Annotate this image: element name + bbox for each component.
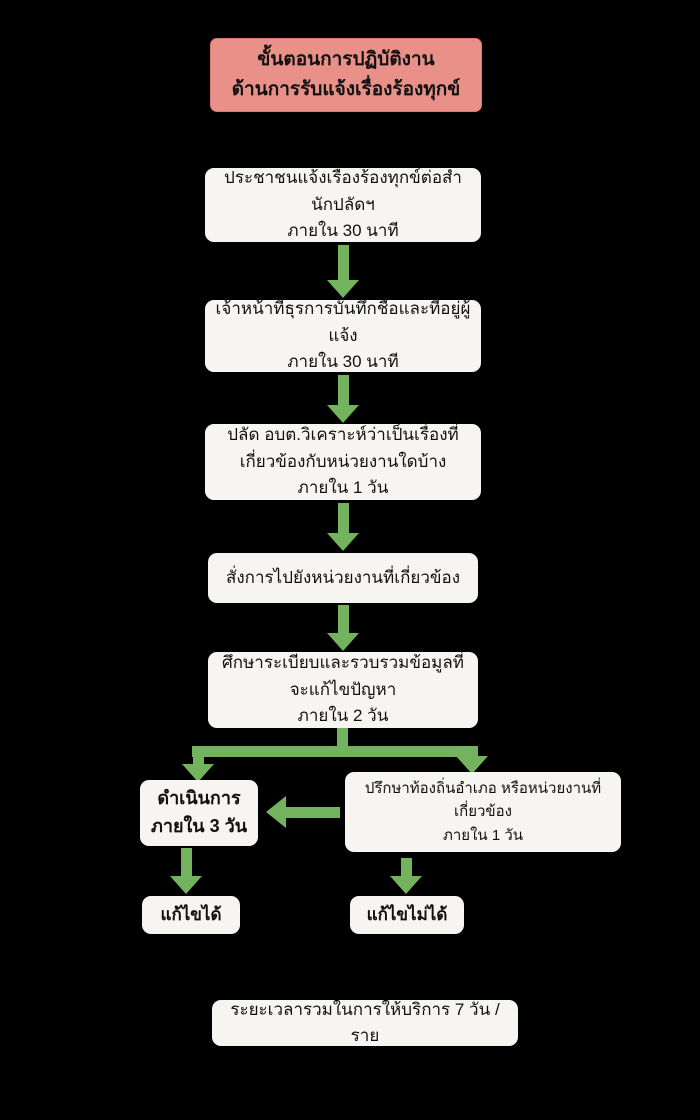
step-4-line-1: สั่งการไปยังหน่วยงานที่เกี่ยวข้อง	[226, 567, 460, 587]
arrow-shaft	[180, 848, 192, 876]
step-4-box: สั่งการไปยังหน่วยงานที่เกี่ยวข้อง	[208, 553, 478, 603]
arrow-consult-to-action	[266, 796, 340, 828]
unresolved-box: แก้ไขไม่ได้	[350, 896, 464, 934]
step-1-line-1: ประชาชนแจ้งเรื่องร้องทุกข์ต่อสำนักปลัดฯ	[224, 168, 462, 214]
arrow-head	[456, 756, 488, 774]
step-5-box: ศึกษาระเบียบและรวบรวมข้อมูลที่จะแก้ไขปัญ…	[208, 652, 478, 728]
arrow-to-unresolved	[390, 858, 422, 894]
arrow-step3-to-step4	[327, 503, 359, 551]
arrow-head	[327, 405, 359, 423]
step-2-line-1: เจ้าหน้าที่ธุรการบันทึกชื่อและที่อยู่ผู้…	[215, 299, 471, 345]
footer-text: ระยะเวลารวมในการให้บริการ 7 วัน / ราย	[230, 999, 500, 1045]
footer-box: ระยะเวลารวมในการให้บริการ 7 วัน / ราย	[212, 1000, 518, 1046]
action-line-2: ภายใน 3 วัน	[150, 816, 248, 836]
resolved-box: แก้ไขได้	[142, 896, 240, 934]
step-3-line-2: เกี่ยวข้องกับหน่วยงานใดบ้าง ภายใน 1 วัน	[239, 451, 447, 498]
arrow-head	[182, 764, 214, 782]
arrow-step1-to-step2	[327, 245, 359, 298]
branch-connector-bar	[192, 746, 478, 757]
branch-connector-stub	[337, 728, 348, 752]
arrow-shaft	[337, 605, 349, 633]
arrow-step2-to-step3	[327, 375, 359, 423]
title-box: ขั้นตอนการปฏิบัติงาน ด้านการรับแจ้งเรื่อ…	[210, 38, 482, 112]
arrow-shaft	[337, 503, 349, 533]
arrow-head	[327, 280, 359, 298]
arrow-head	[266, 796, 286, 828]
arrow-shaft	[337, 245, 349, 280]
consult-line-2: ภายใน 1 วัน	[442, 826, 524, 844]
consult-line-1: ปรึกษาท้องถิ่นอำเภอ หรือหน่วยงานที่เกี่ย…	[364, 780, 602, 821]
step-2-line-2: ภายใน 30 นาที	[287, 352, 399, 372]
consult-box: ปรึกษาท้องถิ่นอำเภอ หรือหน่วยงานที่เกี่ย…	[345, 772, 621, 852]
arrow-head	[327, 533, 359, 551]
step-2-box: เจ้าหน้าที่ธุรการบันทึกชื่อและที่อยู่ผู้…	[205, 299, 481, 372]
unresolved-label: แก้ไขไม่ได้	[366, 904, 448, 924]
action-box: ดำเนินการ ภายใน 3 วัน	[140, 780, 258, 846]
arrow-shaft	[286, 806, 340, 818]
arrow-branch-to-consult	[456, 746, 488, 774]
arrow-shaft	[400, 858, 412, 876]
resolved-label: แก้ไขได้	[160, 904, 222, 924]
action-line-1: ดำเนินการ	[157, 788, 241, 809]
title-line-1: ขั้นตอนการปฏิบัติงาน	[257, 48, 435, 70]
arrow-step4-to-step5	[327, 605, 359, 651]
arrow-head	[390, 876, 422, 894]
step-5-line-2: ภายใน 2 วัน	[297, 706, 389, 726]
step-5-line-1: ศึกษาระเบียบและรวบรวมข้อมูลที่จะแก้ไขปัญ…	[222, 653, 464, 699]
arrow-head	[170, 876, 202, 894]
arrow-shaft	[466, 746, 478, 756]
arrow-shaft	[192, 746, 204, 764]
arrow-shaft	[337, 375, 349, 405]
step-1-line-2: ภายใน 30 นาที	[287, 221, 399, 241]
step-3-box: ปลัด อบต.วิเคราะห์ว่าเป็นเรื่องที่ เกี่ย…	[205, 424, 481, 500]
step-3-line-1: ปลัด อบต.วิเคราะห์ว่าเป็นเรื่องที่	[227, 425, 459, 445]
arrow-branch-to-action	[182, 746, 214, 782]
arrow-head	[327, 633, 359, 651]
step-1-box: ประชาชนแจ้งเรื่องร้องทุกข์ต่อสำนักปลัดฯ …	[205, 168, 481, 242]
arrow-action-to-resolved	[170, 848, 202, 894]
title-line-2: ด้านการรับแจ้งเรื่องร้องทุกข์	[231, 79, 461, 100]
